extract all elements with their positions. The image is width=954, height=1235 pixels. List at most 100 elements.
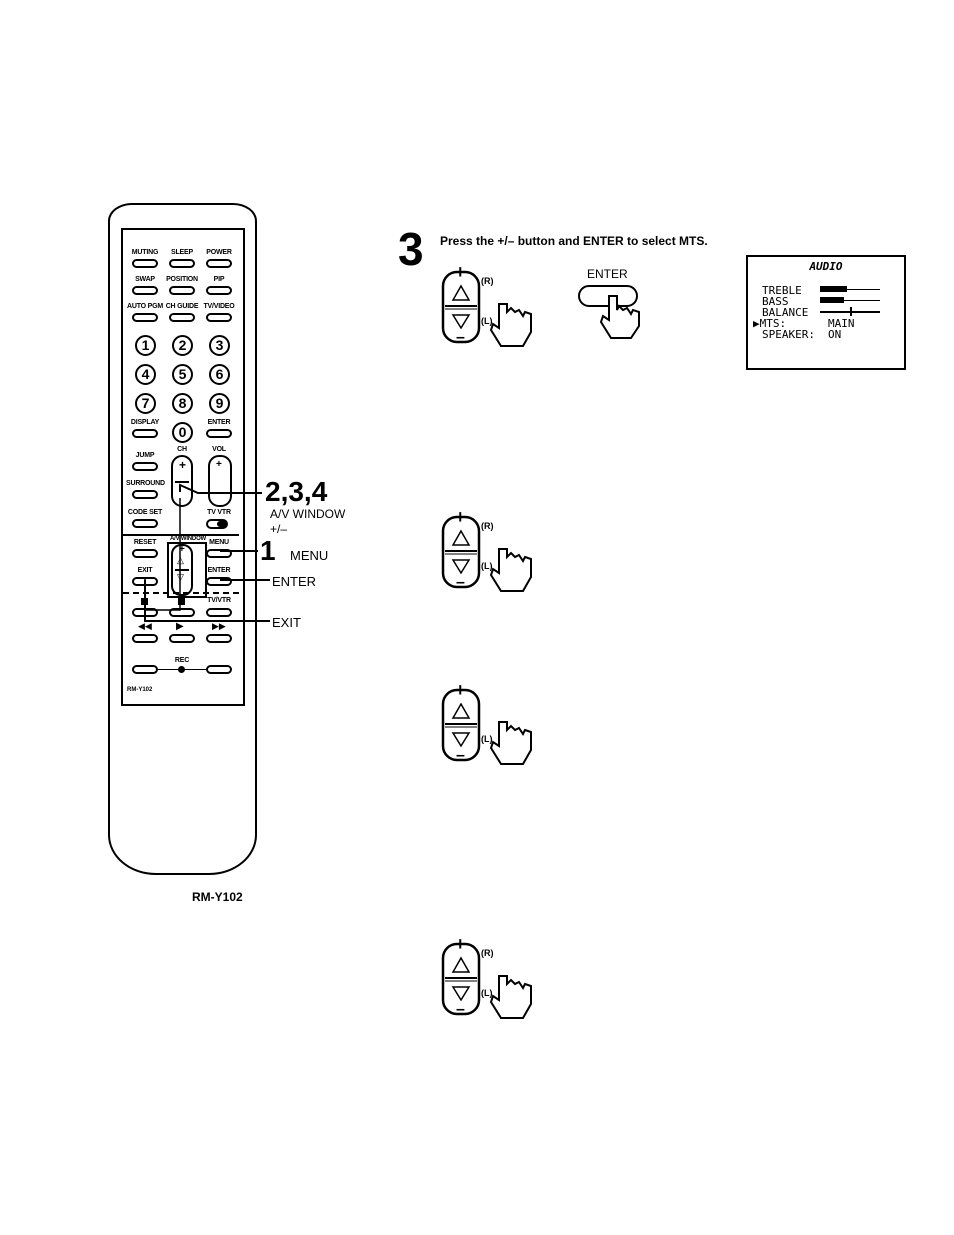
digit-9-button[interactable]: 9 bbox=[209, 393, 230, 414]
osd-speaker-label: SPEAKER: bbox=[762, 328, 815, 341]
callout-exit: EXIT bbox=[272, 615, 301, 630]
rewind-icon: ◀◀ bbox=[138, 621, 152, 631]
jump-label: JUMP bbox=[135, 452, 155, 459]
digit-4-button[interactable]: 4 bbox=[135, 364, 156, 385]
fast-forward-icon: ▶▶ bbox=[212, 621, 226, 631]
up-triangle-icon bbox=[451, 702, 471, 719]
reset-button[interactable] bbox=[132, 549, 158, 558]
rocker-hand-illustration: + – (R) (L) bbox=[441, 262, 551, 355]
enter-top-button[interactable] bbox=[206, 429, 232, 438]
leader-exit bbox=[144, 580, 270, 622]
menu-button[interactable] bbox=[206, 549, 232, 558]
digit-5-button[interactable]: 5 bbox=[172, 364, 193, 385]
ch-guide-label: CH GUIDE bbox=[165, 303, 199, 310]
tv-vtr-switch-label: TV VTR bbox=[207, 509, 231, 516]
sleep-button[interactable] bbox=[169, 259, 195, 268]
swap-button[interactable] bbox=[132, 286, 158, 295]
rocker-hand-svg bbox=[441, 270, 532, 347]
pip-label: PIP bbox=[213, 276, 225, 283]
osd-bass-track bbox=[820, 300, 880, 301]
osd-treble-track bbox=[820, 289, 880, 290]
rocker-r-label: (R) bbox=[481, 276, 494, 286]
up-triangle-icon bbox=[451, 284, 471, 301]
down-triangle-icon bbox=[451, 314, 471, 330]
position-button[interactable] bbox=[169, 286, 195, 295]
power-label: POWER bbox=[206, 249, 232, 256]
tv-vtr-button[interactable] bbox=[206, 608, 232, 617]
rec-right-button[interactable] bbox=[206, 665, 232, 674]
muting-label: MUTING bbox=[131, 249, 159, 256]
exit-label: EXIT bbox=[137, 567, 153, 574]
rocker-minus-sign: – bbox=[456, 1001, 465, 1018]
sleep-label: SLEEP bbox=[171, 249, 193, 256]
vtr-divider bbox=[123, 592, 239, 594]
ch-divider bbox=[175, 481, 189, 483]
up-triangle-icon bbox=[451, 956, 471, 973]
enter-press-illustration bbox=[578, 285, 640, 339]
rec-line bbox=[158, 669, 206, 670]
digit-7-button[interactable]: 7 bbox=[135, 393, 156, 414]
rec-label: REC bbox=[174, 657, 190, 664]
vtr-pause-button[interactable] bbox=[169, 608, 195, 617]
muting-button[interactable] bbox=[132, 259, 158, 268]
ch-guide-button[interactable] bbox=[169, 313, 195, 322]
callout-av-window: A/V WINDOW bbox=[270, 507, 346, 521]
callout-enter: ENTER bbox=[272, 574, 317, 589]
fast-forward-button[interactable] bbox=[206, 634, 232, 643]
rocker-hand-illustration: + – (R) (L) bbox=[441, 507, 551, 600]
display-button[interactable] bbox=[132, 429, 158, 438]
up-triangle-icon bbox=[451, 529, 471, 546]
jump-button[interactable] bbox=[132, 462, 158, 471]
rocker-plus-sign: + bbox=[455, 680, 466, 700]
rocker-hand-illustration: + – (R) (L) bbox=[441, 934, 551, 1027]
digit-3-button[interactable]: 3 bbox=[209, 335, 230, 356]
callout-menu: MENU bbox=[290, 548, 329, 563]
vol-plus-icon: + bbox=[216, 459, 222, 470]
digit-2-button[interactable]: 2 bbox=[172, 335, 193, 356]
tv-video-button[interactable] bbox=[206, 313, 232, 322]
av-divider bbox=[175, 569, 189, 571]
remote-model-small: RM-Y102 bbox=[127, 687, 153, 693]
digit-8-button[interactable]: 8 bbox=[172, 393, 193, 414]
ch-plus-icon: + bbox=[179, 458, 187, 472]
code-set-button[interactable] bbox=[132, 519, 158, 528]
enter-top-label: ENTER bbox=[207, 419, 231, 426]
rocker-r-label: (R) bbox=[481, 521, 494, 531]
power-button[interactable] bbox=[206, 259, 232, 268]
play-button[interactable] bbox=[169, 634, 195, 643]
rocker-plus-sign: + bbox=[455, 507, 466, 527]
osd-treble-label: TREBLE bbox=[762, 284, 802, 297]
surround-label: SURROUND bbox=[126, 480, 165, 487]
rec-left-button[interactable] bbox=[132, 665, 158, 674]
rocker-hand-svg bbox=[441, 942, 532, 1019]
rocker-plus-sign: + bbox=[455, 934, 466, 954]
osd-mts-label: MTS: bbox=[759, 317, 787, 330]
auto-pgm-button[interactable] bbox=[132, 313, 158, 322]
digit-1-button[interactable]: 1 bbox=[135, 335, 156, 356]
rocker-l-label: (L) bbox=[481, 988, 493, 998]
digit-6-button[interactable]: 6 bbox=[209, 364, 230, 385]
osd-selection-marker-icon: ▶ bbox=[753, 317, 760, 330]
tv-video-label: TV/VIDEO bbox=[203, 303, 235, 310]
osd-balance-label: BALANCE bbox=[762, 306, 809, 319]
audio-osd-menu: AUDIO TREBLE BASS BALANCE ▶MTS: MAIN SPE… bbox=[746, 255, 906, 370]
rocker-plus-sign: + bbox=[455, 262, 466, 282]
av-plus-icon: + bbox=[179, 544, 185, 555]
swap-label: SWAP bbox=[135, 276, 155, 283]
pip-button[interactable] bbox=[206, 286, 232, 295]
down-triangle-icon bbox=[451, 986, 471, 1002]
step-number: 3 bbox=[398, 223, 424, 275]
enter-bottom-button[interactable] bbox=[206, 577, 232, 586]
rewind-button[interactable] bbox=[132, 634, 158, 643]
menu-label: MENU bbox=[209, 539, 229, 546]
down-triangle-icon bbox=[451, 559, 471, 575]
digit-0-button[interactable]: 0 bbox=[172, 422, 193, 443]
volume-rocker[interactable]: + bbox=[208, 455, 232, 507]
tv-vtr-switch[interactable] bbox=[206, 519, 228, 529]
auto-pgm-label: AUTO PGM bbox=[127, 303, 163, 310]
rocker-minus-sign: – bbox=[456, 329, 465, 346]
surround-button[interactable] bbox=[132, 490, 158, 499]
pressing-hand-icon bbox=[489, 721, 532, 765]
channel-rocker[interactable]: + bbox=[171, 455, 193, 507]
